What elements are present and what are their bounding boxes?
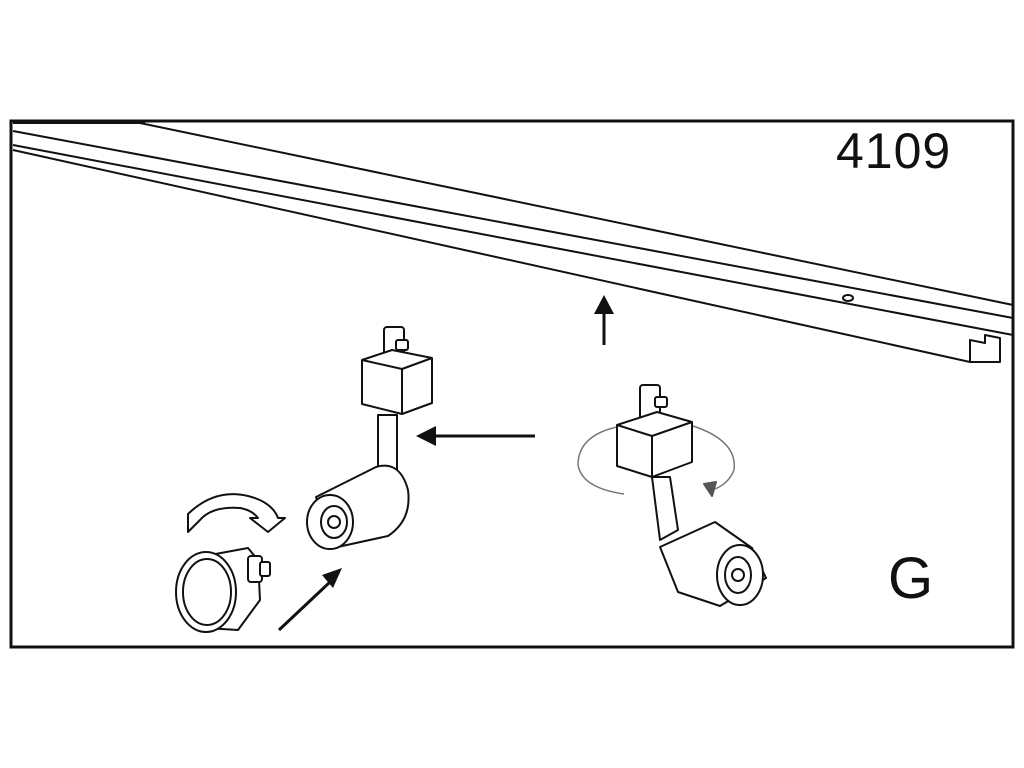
model-number: 4109 bbox=[836, 123, 952, 179]
frame-border bbox=[9, 119, 1015, 649]
insert-arrow-left bbox=[416, 426, 535, 446]
halogen-bulb bbox=[175, 547, 271, 633]
rail-mount-hole bbox=[842, 294, 854, 302]
rotate-bulb-arrow bbox=[187, 493, 286, 533]
track-rail bbox=[12, 122, 1014, 363]
up-arrow bbox=[594, 295, 614, 345]
spotlight-right bbox=[577, 384, 767, 607]
spotlight-left bbox=[306, 326, 433, 550]
step-letter: G bbox=[888, 546, 934, 611]
insert-bulb-arrow bbox=[277, 568, 342, 632]
